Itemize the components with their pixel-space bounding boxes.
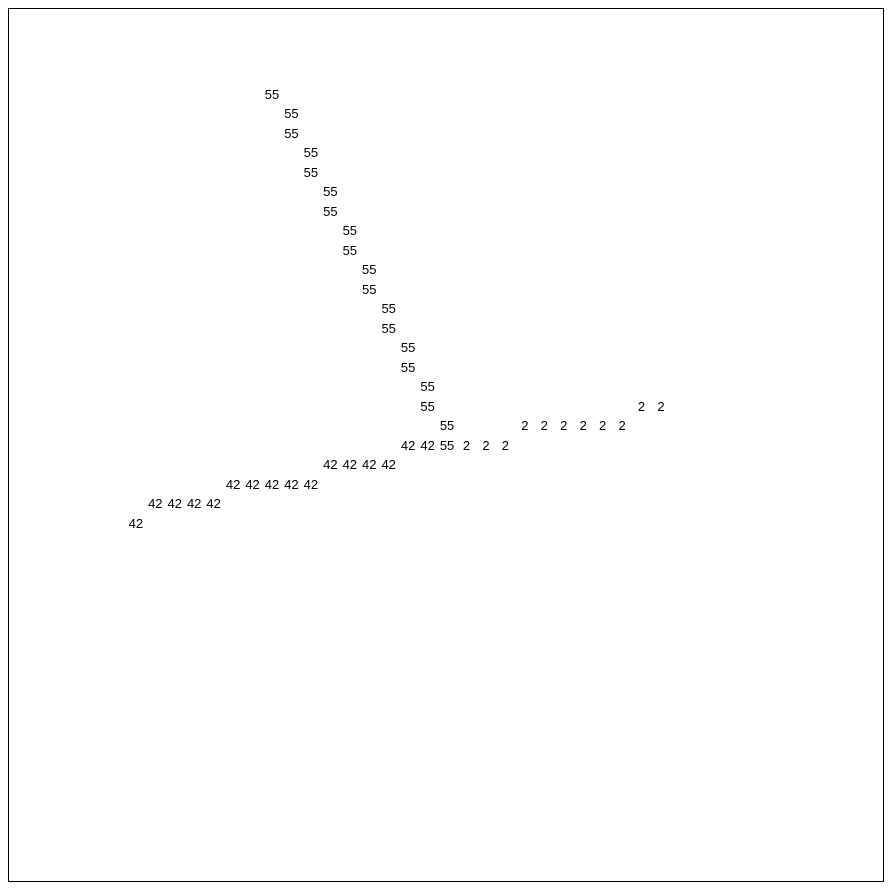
grid-cell-value: 42 [148,496,163,511]
grid-cell-value: 55 [400,359,416,375]
grid-cell-value: 2 [618,418,626,433]
grid-cell-value: 42 [400,437,416,453]
grid-cell-value: 42 [284,476,299,492]
grid-cell-value: 42 [323,457,338,472]
grid-cell-value: 55 [284,125,299,141]
grid-cell-value: 2 [560,418,568,433]
grid-cell-value: 55 [342,242,358,258]
grid-cell-value: 42 [342,457,358,472]
grid-cell-value: 2 [462,437,471,453]
grid-cell-value: 2 [521,418,529,433]
grid-cell-value: 55 [400,340,416,355]
grid-cell-value: 2 [579,418,587,433]
grid-cell-value: 55 [284,106,299,121]
grid-cell-value: 2 [599,418,607,433]
grid-cell-value: 42 [264,476,280,492]
grid-cell-value: 42 [420,437,435,453]
grid-cell-value: 2 [482,437,490,453]
grid-cell-value: 55 [362,281,377,297]
grid-cell-value: 42 [225,476,241,492]
grid-cell-value: 2 [540,418,548,433]
grid-cell-value: 55 [439,437,455,453]
grid-cell-value: 55 [381,320,396,336]
grid-cell-value: 55 [420,398,435,414]
grid-cell-value: 55 [264,86,280,102]
grid-cell-value: 42 [245,476,260,492]
grid-cell-value: 42 [186,496,202,511]
grid-cell-value: 55 [303,145,319,160]
grid-cell-value: 55 [420,379,435,394]
grid-cell-value: 42 [381,457,396,472]
grid-cell-value: 55 [323,184,338,199]
grid-cell-value: 55 [439,418,455,433]
grid-cell-value: 42 [362,457,377,472]
grid-cell-value: 2 [501,437,509,453]
grid-cell-value: 42 [303,476,319,492]
grid-cell-value: 55 [362,262,377,277]
grid-cell-value: 55 [342,223,358,238]
grid-cell-value: 55 [303,164,319,180]
grid-cell-value: 42 [206,496,221,511]
grid-cell-value: 55 [381,301,396,316]
grid-cell-value: 2 [637,398,646,414]
grid-cell-value: 2 [657,398,665,414]
grid-cell-value: 42 [128,515,144,531]
grid-cell-value: 42 [167,496,182,511]
grid-cell-value: 55 [323,203,338,219]
